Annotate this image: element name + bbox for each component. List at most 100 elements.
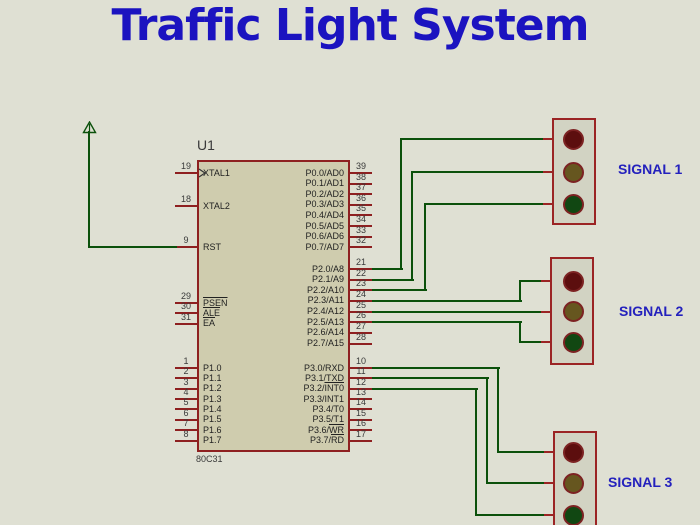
pin-number: 27 [355,320,366,331]
wire-p2.2-signal1-green[interactable] [424,203,426,292]
traffic-light-amber[interactable] [562,301,584,323]
pin-number: 7 [183,418,189,429]
pin-label: PSEN [203,297,228,308]
pin-number: 38 [355,171,366,182]
pin-label: P2.4/A12 [306,306,344,317]
wire-p3.1-signal3-amber[interactable] [487,482,546,484]
wire-p2.1-signal1-amber[interactable] [412,171,545,173]
pin-label: P3.5/T1 [312,414,344,425]
wire-p2.0-signal1-red[interactable] [372,268,403,270]
traffic-light-pin-stub[interactable] [541,280,552,282]
wire-p3.1-signal3-amber[interactable] [486,377,488,484]
pin-stub [350,278,372,281]
pin-stub [350,342,372,345]
pin-stub [350,225,372,227]
pin-label: P0.6/AD6 [305,231,344,242]
wire-p2.0-signal1-red[interactable] [401,138,545,140]
traffic-light-pin-stub[interactable] [543,138,554,140]
traffic-light-red[interactable] [562,270,584,292]
traffic-light-green[interactable] [562,331,584,353]
wire-p2.1-signal1-amber[interactable] [372,278,414,281]
pin-number: 23 [355,278,366,289]
traffic-light-pin-stub[interactable] [544,482,555,484]
pin-label: XTAL1 [203,167,230,178]
pin-stub [350,429,372,432]
wire-p2.0-signal1-red[interactable] [400,138,402,270]
pin-stub [175,408,197,411]
wire-p2.1-signal1-amber[interactable] [411,171,413,281]
wire-p2.3-signal2-red[interactable] [372,299,522,302]
pin-label: P1.6 [203,424,222,435]
pin-label: P0.7/AD7 [305,241,344,252]
pin-stub [350,331,372,334]
pin-label: P2.2/A10 [306,284,344,295]
wire-p2.5-signal2-green[interactable] [519,321,521,343]
wire-p3.0-signal3-red[interactable] [372,367,500,369]
traffic-light-pin-stub[interactable] [541,310,552,313]
traffic-light-amber[interactable] [562,472,584,494]
wire-p3.0-signal3-red[interactable] [497,367,499,453]
pin-number: 8 [183,428,189,439]
pin-number: 30 [180,301,191,312]
pin-stub [350,310,372,313]
wire-power-to-rst[interactable] [88,131,90,248]
wire-p3.1-signal3-amber[interactable] [372,377,489,380]
signal-label: SIGNAL 1 [618,161,683,177]
pin-stub [175,418,197,421]
wire-p3.2-signal3-green[interactable] [476,514,546,516]
pin-stub [175,205,197,207]
pin-stub [350,182,372,185]
pin-stub [175,312,197,315]
signal-label: SIGNAL 2 [619,303,684,319]
pin-number: 37 [355,182,366,193]
pin-label: P3.0/RXD [303,362,344,373]
traffic-light-red[interactable] [562,128,584,150]
pin-label: P1.4 [203,403,222,414]
pin-label: P3.2/INT0 [303,383,344,394]
pin-stub [350,367,372,369]
pin-stub [350,377,372,380]
page-title: Traffic Light System [111,0,590,51]
traffic-light-amber[interactable] [562,161,584,183]
pin-number: 2 [183,366,189,377]
pin-number: 10 [355,356,366,366]
pin-number: 34 [355,214,366,224]
traffic-light-green[interactable] [562,504,584,525]
pin-number: 3 [183,376,189,387]
pin-number: 6 [183,407,189,418]
pin-label: P1.3 [203,393,222,404]
wire-p3.2-signal3-green[interactable] [475,387,477,516]
pin-label: P0.1/AD1 [305,178,344,189]
wire-p3.0-signal3-red[interactable] [498,451,546,453]
pin-label: RST [203,241,221,252]
wire-p2.5-signal2-green[interactable] [372,321,522,324]
pin-stub [350,214,372,217]
pin-label: XTAL2 [203,200,230,211]
traffic-light-red[interactable] [562,441,584,463]
traffic-light-pin-stub[interactable] [543,171,554,173]
pin-label: P2.1/A9 [311,274,344,285]
chip-body-80c31[interactable] [197,160,350,452]
wire-power-to-rst[interactable] [89,246,177,248]
wire-p2.2-signal1-green[interactable] [372,289,427,292]
pin-number: 18 [180,194,191,204]
traffic-light-pin-stub[interactable] [544,451,555,453]
pin-stub [350,387,372,390]
wire-p2.3-signal2-red[interactable] [520,280,543,282]
wire-p2.2-signal1-green[interactable] [425,203,545,205]
wire-p3.2-signal3-green[interactable] [372,387,478,390]
traffic-light-pin-stub[interactable] [541,341,552,343]
wire-p2.4-signal2-amber[interactable] [372,310,543,313]
pin-number: 15 [355,407,366,418]
pin-number: 19 [180,161,191,171]
traffic-light-pin-stub[interactable] [543,203,554,205]
pin-stub [350,203,372,206]
pin-number: 32 [355,235,366,246]
pin-label: P2.6/A14 [306,327,344,338]
wire-p2.5-signal2-green[interactable] [520,341,543,343]
wire-p2.3-signal2-red[interactable] [519,280,521,302]
pin-number: 25 [355,299,366,310]
traffic-light-green[interactable] [562,193,584,215]
traffic-light-pin-stub[interactable] [544,514,555,516]
pin-stub [175,398,197,401]
